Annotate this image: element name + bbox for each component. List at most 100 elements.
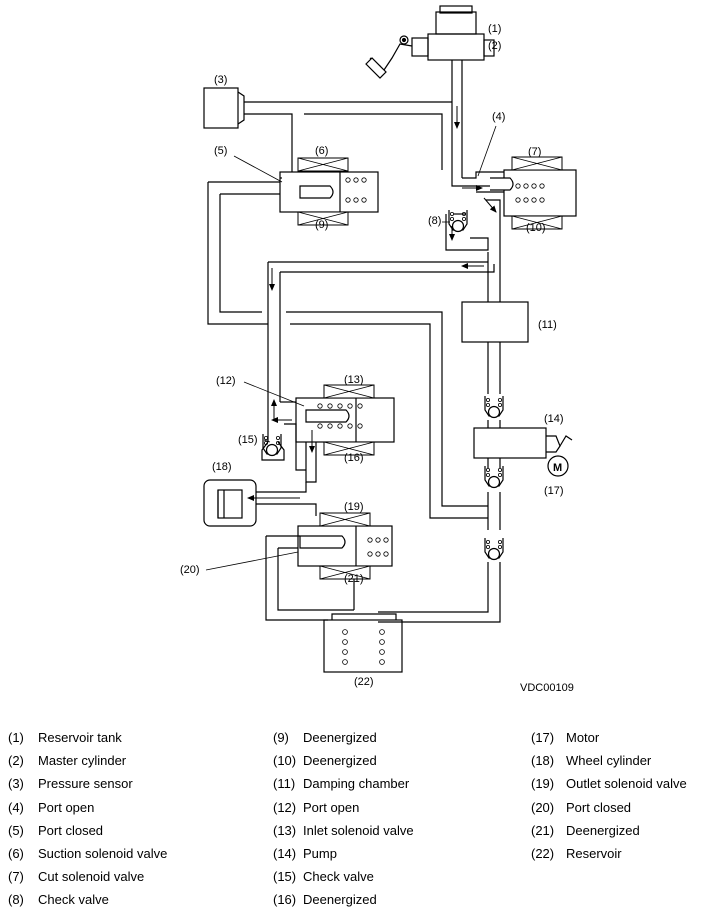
legend-item: (21) Deenergized (531, 819, 640, 842)
legend-number: (17) (531, 730, 555, 745)
legend-text: Master cylinder (38, 753, 127, 769)
callout-16: (16) (344, 452, 364, 464)
legend-item: (4) Port open (8, 796, 94, 819)
legend-number: (9) (273, 730, 289, 745)
legend-number: (5) (8, 822, 24, 838)
legend-text: Reservoir tank (38, 730, 122, 745)
legend-text: Port open (303, 799, 360, 815)
legend-item: (14) Pump (273, 842, 337, 865)
legend-number: (10) (273, 753, 297, 769)
hydraulic-circuit-diagram: (1) (2) (3) (4) (5) (6) (7) (8) (9) (10)… (180, 5, 577, 694)
legend-number: (22) (531, 845, 555, 861)
legend-item: (13) Inlet solenoid valve (273, 819, 414, 842)
legend-text: Port closed (566, 799, 632, 815)
damping-chamber (461, 301, 529, 343)
legend-text: Pump (303, 845, 337, 861)
legend-number: (7) (8, 869, 24, 885)
legend-text: Deenergized (303, 753, 377, 769)
legend-number: (19) (531, 776, 555, 792)
pressure-sensor (203, 87, 239, 129)
callout-6: (6) (315, 145, 328, 157)
legend-text: Damping chamber (303, 776, 410, 792)
legend-number: (12) (273, 799, 297, 815)
legend-item: (11) Damping chamber (273, 772, 409, 795)
legend-number: (21) (531, 822, 555, 838)
legend-item: (7) Cut solenoid valve (8, 865, 144, 888)
legend-item: (9) Deenergized (273, 726, 377, 749)
legend-number: (6) (8, 845, 24, 861)
legend-item: (8) Check valve (8, 888, 109, 911)
legend-text: Reservoir (566, 845, 622, 861)
callout-7: (7) (528, 146, 541, 158)
legend-item: (3) Pressure sensor (8, 772, 133, 795)
legend-item: (16) Deenergized (273, 888, 377, 911)
legend-text: Suction solenoid valve (38, 845, 168, 861)
callout-9: (9) (315, 219, 328, 231)
legend-number: (14) (273, 845, 297, 861)
callout-4: (4) (492, 111, 505, 123)
figure-code: VDC00109 (520, 682, 574, 694)
motor-symbol: M (553, 462, 562, 474)
callout-22: (22) (354, 676, 374, 688)
callout-13: (13) (344, 374, 364, 386)
legend-text: Inlet solenoid valve (303, 822, 414, 838)
reservoir-tank (435, 11, 477, 35)
legend-text: Check valve (38, 892, 109, 908)
callout-17: (17) (544, 485, 564, 497)
callout-14: (14) (544, 413, 564, 425)
legend-item: (18) Wheel cylinder (531, 749, 651, 772)
legend-item: (19) Outlet solenoid valve (531, 772, 687, 795)
motor (547, 455, 569, 477)
legend-item: (12) Port open (273, 796, 359, 819)
legend-text: Pressure sensor (38, 776, 133, 792)
callout-18: (18) (212, 461, 232, 473)
legend-text: Outlet solenoid valve (566, 776, 687, 792)
legend-number: (18) (531, 753, 555, 769)
callout-15: (15) (238, 434, 258, 446)
legend-column-1: (1) Reservoir tank (2) Master cylinder (3) Pr… (8, 726, 167, 912)
legend-item: (22) Reservoir (531, 842, 622, 865)
callout-21: (21) (344, 573, 364, 585)
callout-19: (19) (344, 501, 364, 513)
legend-item: (10) Deenergized (273, 749, 377, 772)
callout-2: (2) (488, 40, 501, 52)
legend-number: (1) (8, 730, 24, 745)
legend-item: (1) Reservoir tank (8, 726, 122, 749)
legend-item: (6) Suction solenoid valve (8, 842, 167, 865)
legend-item: (2) Master cylinder (8, 749, 126, 772)
callout-5: (5) (214, 145, 227, 157)
legend-number: (4) (8, 799, 24, 815)
legend-text: Deenergized (303, 730, 377, 745)
wheel-cylinder (203, 479, 257, 527)
legend-text: Port open (38, 799, 95, 815)
callout-1: (1) (488, 23, 501, 35)
legend-column-3: (17)Motor (18) Wheel cylinder (19) Outlet so… (531, 726, 687, 865)
legend-column-2: (9) Deenergized (10) Deenergized (11) Damping… (273, 726, 414, 912)
legend-text: Deenergized (566, 822, 640, 838)
legend-item: (5) Port closed (8, 819, 103, 842)
legend-number: (15) (273, 869, 297, 885)
callout-10: (10) (526, 222, 546, 234)
legend-text: Wheel cylinder (566, 753, 652, 769)
legend-text: Port closed (38, 822, 104, 838)
legend-text: Cut solenoid valve (38, 869, 145, 885)
callout-20: (20) (180, 564, 200, 576)
legend-item: (20)Port closed (531, 796, 631, 819)
legend-item: (17)Motor (531, 726, 599, 749)
legend-number: (8) (8, 892, 24, 908)
legend-number: (16) (273, 892, 297, 908)
reservoir (323, 619, 403, 673)
cut-solenoid-valve (503, 169, 577, 217)
callout-12: (12) (216, 375, 236, 387)
legend-number: (11) (273, 776, 296, 792)
legend-number: (3) (8, 776, 24, 792)
legend-text: Check valve (303, 869, 374, 885)
master-cylinder (427, 33, 485, 61)
legend-number: (13) (273, 822, 297, 838)
callout-11: (11) (538, 319, 557, 331)
legend-number: (2) (8, 753, 24, 769)
legend-item: (15) Check valve (273, 865, 374, 888)
callout-3: (3) (214, 74, 227, 86)
pump (473, 427, 547, 459)
legend-text: Deenergized (303, 892, 377, 908)
